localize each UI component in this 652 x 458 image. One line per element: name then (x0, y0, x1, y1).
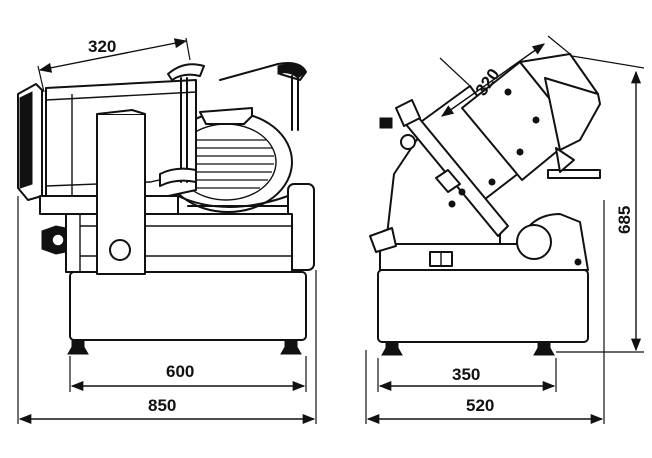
side-view (369, 53, 601, 356)
dim-front-320: 320 (37, 37, 191, 93)
side-pusher-knob (400, 134, 416, 150)
side-foot-left (381, 341, 403, 356)
side-base-cabinet (377, 269, 589, 343)
dim-front-600-label: 600 (166, 362, 194, 381)
dim-height-685-label: 685 (615, 206, 634, 234)
dim-front-850-label: 850 (148, 396, 176, 415)
front-blade-grid (178, 139, 274, 189)
front-pusher-knob (109, 239, 131, 261)
front-view (17, 62, 315, 355)
dim-front-320-label: 320 (88, 37, 116, 56)
front-foot-left (67, 339, 89, 355)
dim-side-520-label: 520 (466, 396, 494, 415)
dim-side-350-label: 350 (452, 365, 480, 384)
front-blade-guard-top (199, 107, 253, 125)
dim-side-520: 520 (365, 200, 605, 425)
side-foot-right (533, 341, 555, 356)
front-foot-right (280, 339, 302, 355)
front-base-cabinet (69, 271, 307, 341)
dim-height-685: 685 (556, 55, 645, 353)
dim-front-600: 600 (69, 356, 307, 392)
side-motor-hub (516, 224, 552, 260)
front-pusher-handle (167, 63, 205, 81)
dim-side-350: 350 (377, 358, 557, 392)
dim-front-850: 850 (17, 196, 317, 425)
